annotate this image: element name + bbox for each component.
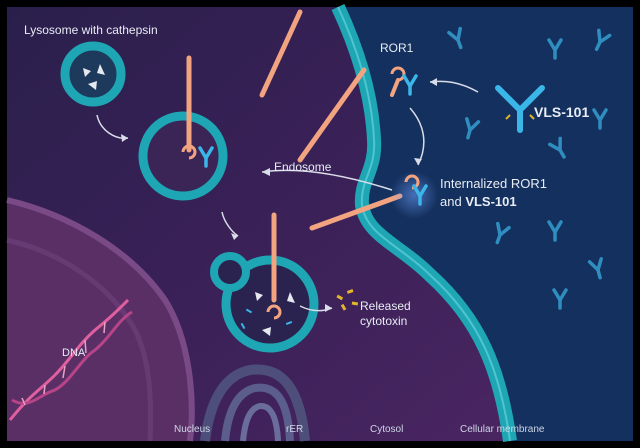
label-internalized-vls101: VLS-101 xyxy=(465,194,516,209)
cell-membrane-highlight xyxy=(337,6,511,442)
label-internalized-line2: and VLS-101 xyxy=(440,194,517,209)
arrow-internalized-to-endosome xyxy=(261,169,393,191)
label-dna: DNA xyxy=(62,347,86,359)
arrowheads xyxy=(121,78,437,312)
label-rer: rER xyxy=(286,424,303,435)
process-arrows xyxy=(96,80,479,312)
nucleus xyxy=(7,200,192,441)
rough-er xyxy=(200,364,310,442)
internalized-complex xyxy=(390,171,438,219)
label-ror1: ROR1 xyxy=(380,41,414,55)
nuclear-fold xyxy=(6,237,154,442)
ror1-receptor-surface xyxy=(390,66,418,97)
ror1-receptors-membrane xyxy=(259,9,403,231)
label-cytotoxin: cytotoxin xyxy=(360,314,407,328)
label-lysosome: Lysosome with cathepsin xyxy=(24,23,158,37)
dna-helix xyxy=(8,298,133,421)
lysosome xyxy=(60,41,126,107)
label-endosome: Endosome xyxy=(274,160,332,174)
label-vls101: VLS-101 xyxy=(534,104,589,120)
vls101-antibody xyxy=(495,85,545,133)
label-cellular-membrane: Cellular membrane xyxy=(460,424,545,435)
arrow-endosome-to-vesicle xyxy=(221,211,239,237)
label-internalized-and: and xyxy=(440,194,465,209)
label-nucleus: Nucleus xyxy=(174,424,210,435)
lysosome-fusion-vesicle xyxy=(210,212,319,353)
released-cytotoxin-particles xyxy=(336,289,359,311)
label-internalized-line1: Internalized ROR1 xyxy=(440,176,547,191)
nuclear-envelope xyxy=(6,197,195,442)
label-released: Released xyxy=(360,299,411,313)
endosome xyxy=(138,55,228,201)
label-cytosol: Cytosol xyxy=(370,424,403,435)
